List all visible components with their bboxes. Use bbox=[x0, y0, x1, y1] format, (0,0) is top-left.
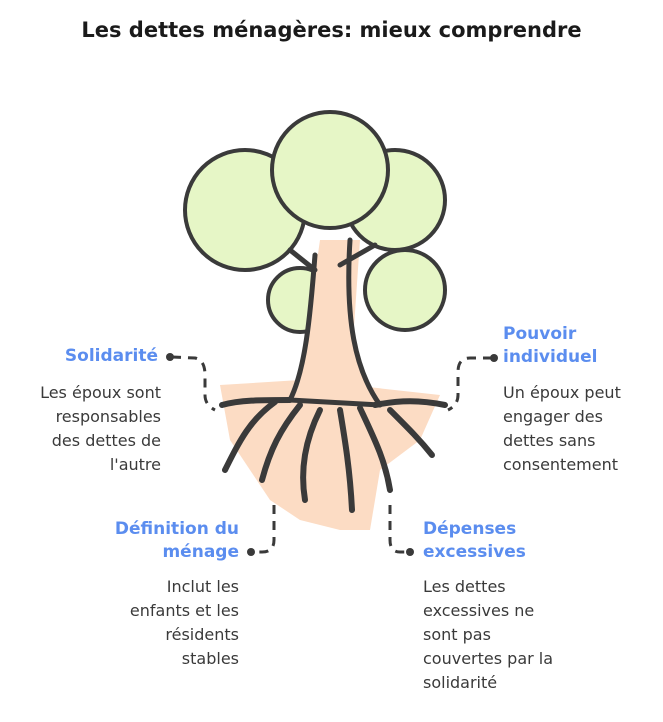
desc-line: responsables bbox=[55, 407, 161, 426]
desc-line: Les époux sont bbox=[40, 383, 161, 402]
solidarite-description: Les époux sont responsables des dettes d… bbox=[40, 381, 161, 477]
label-line: Solidarité bbox=[64, 346, 158, 366]
desc-line: couvertes par la bbox=[423, 649, 554, 668]
definition-menage-description: Inclut les enfants et les résidents stab… bbox=[130, 575, 239, 671]
desc-line: dettes sans bbox=[503, 431, 596, 450]
desc-line: l'autre bbox=[109, 455, 161, 474]
roots bbox=[219, 397, 448, 513]
label-line: Dépenses bbox=[423, 519, 517, 539]
label-line: ménage bbox=[162, 542, 239, 562]
canopy bbox=[183, 110, 447, 334]
desc-line: Inclut les bbox=[166, 577, 239, 596]
desc-line: Un époux peut bbox=[503, 383, 621, 402]
connector-dots bbox=[166, 353, 498, 556]
desc-line: engager des bbox=[503, 407, 603, 426]
pouvoir-individuel-description: Un époux peut engager des dettes sans co… bbox=[503, 381, 621, 477]
desc-line: consentement bbox=[503, 455, 619, 474]
label-line: individuel bbox=[503, 347, 598, 367]
label-line: Définition du bbox=[114, 519, 239, 539]
desc-line: des dettes de bbox=[51, 431, 161, 450]
definition-menage-label: Définition du ménage bbox=[115, 518, 239, 564]
desc-line: Les dettes bbox=[423, 577, 506, 596]
pouvoir-individuel-label: Pouvoir individuel bbox=[503, 323, 597, 369]
desc-line: enfants et les bbox=[129, 601, 239, 620]
label-line: excessives bbox=[423, 542, 526, 562]
desc-line: résidents bbox=[165, 625, 239, 644]
desc-line: solidarité bbox=[423, 673, 498, 692]
desc-line: excessives ne bbox=[423, 601, 535, 620]
depenses-excessives-label: Dépenses excessives bbox=[423, 518, 526, 564]
label-line: Pouvoir bbox=[503, 324, 577, 344]
connectors bbox=[171, 355, 492, 554]
depenses-excessives-description: Les dettes excessives ne sont pas couver… bbox=[423, 575, 553, 695]
solidarite-label: Solidarité bbox=[65, 345, 158, 368]
desc-line: sont pas bbox=[423, 625, 491, 644]
desc-line: stables bbox=[181, 649, 239, 668]
page-title: Les dettes ménagères: mieux comprendre bbox=[81, 18, 582, 42]
